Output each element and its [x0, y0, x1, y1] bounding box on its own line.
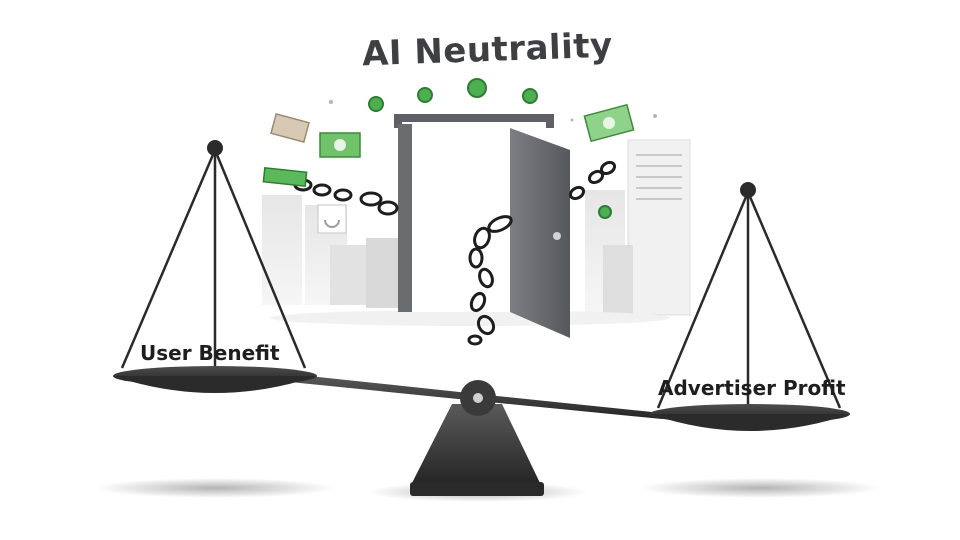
advertiser-profit-label: Advertiser Profit	[658, 376, 846, 400]
broken-chain-icon	[293, 160, 617, 346]
coin-icon	[329, 78, 657, 219]
user-benefit-label: User Benefit	[140, 341, 280, 365]
balance-scale-icon	[113, 140, 850, 496]
banknote-icon	[262, 103, 635, 187]
